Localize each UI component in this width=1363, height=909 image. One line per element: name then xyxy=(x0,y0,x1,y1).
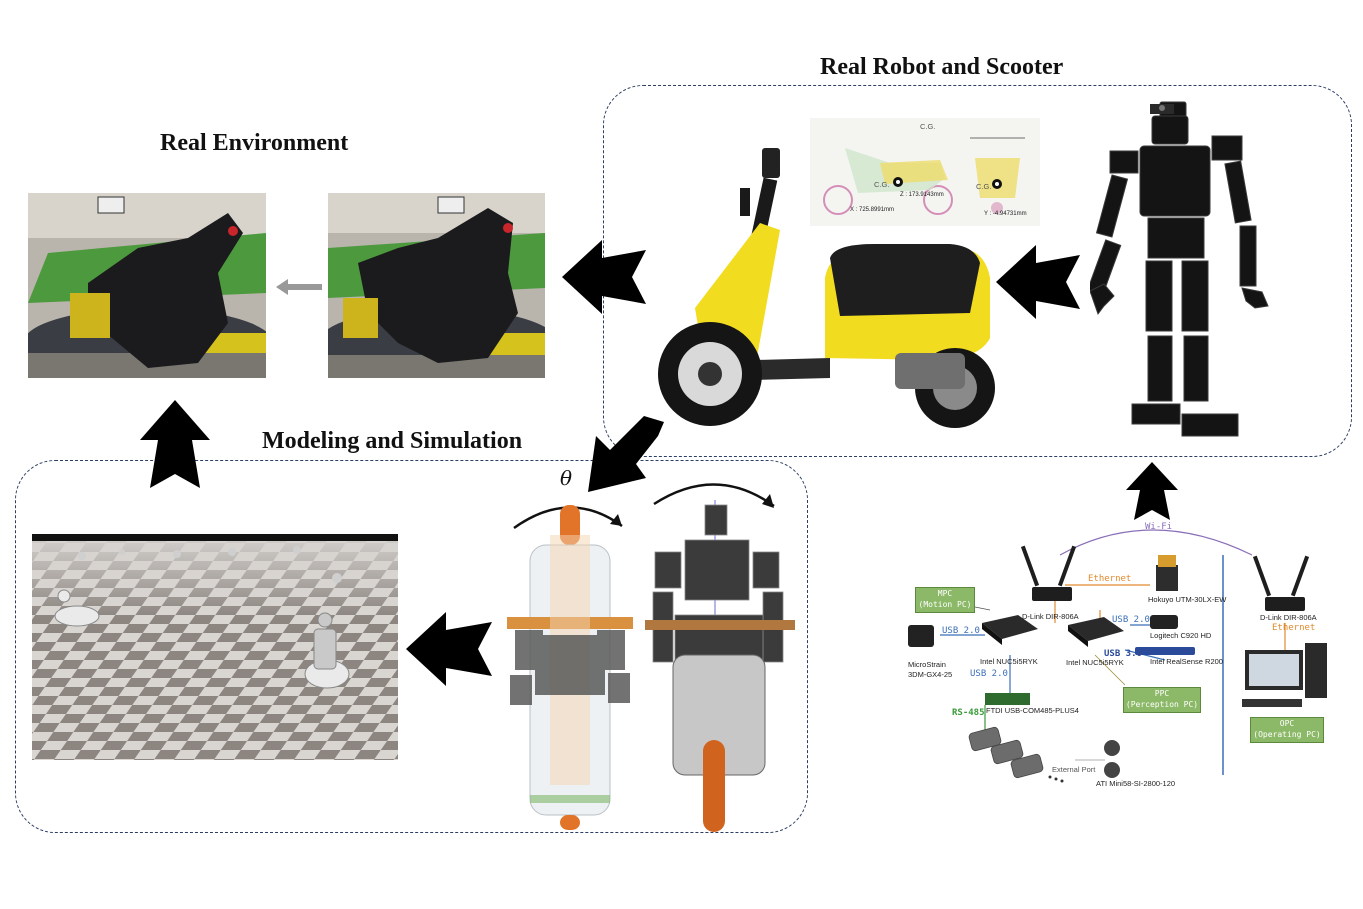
arrow-down-left-to-model-icon xyxy=(588,416,664,492)
nuc-left-label: Intel NUC5i5RYK xyxy=(980,657,1038,666)
theta-symbol: θ xyxy=(560,466,573,490)
external-port-label: External Port xyxy=(1052,765,1096,774)
ethernet-top-label: Ethernet xyxy=(1088,574,1132,584)
ethernet-right-label: Ethernet xyxy=(1272,623,1316,633)
modeling-simulation-heading: Modeling and Simulation xyxy=(262,428,523,454)
scooter-image xyxy=(640,138,1020,428)
wifi-label: Wi-Fi xyxy=(1145,522,1173,532)
usb-left-label: USB 2.0 xyxy=(942,626,980,636)
rotation-arrow-right-icon xyxy=(653,483,775,508)
usb-right-top-label: USB 2.0 xyxy=(1112,615,1150,625)
ftdi-label: FTDI USB-COM485-PLUS4 xyxy=(986,706,1079,715)
mpc-box: MPC (Motion PC) xyxy=(915,587,975,613)
real-robot-scooter-heading: Real Robot and Scooter xyxy=(820,54,1064,80)
arrow-up-to-robot-icon xyxy=(1126,462,1178,520)
simulation-screenshot xyxy=(32,534,398,760)
ppc-box-subtitle: (Perception PC) xyxy=(1125,700,1199,709)
arrow-left-to-scooter-icon xyxy=(996,245,1080,319)
arrow-left-to-real-env-icon xyxy=(562,240,646,314)
hokuyo-label: Hokuyo UTM-30LX-EW xyxy=(1148,595,1227,604)
mpc-box-title: MPC xyxy=(937,589,953,598)
cg-y-readout: Y : -4.94731mm xyxy=(984,211,1027,217)
model-front-view xyxy=(645,500,795,832)
gray-arrow-icon xyxy=(276,279,322,295)
microstrain-label-line2: 3DM-GX4-25 xyxy=(908,670,953,679)
cg-z-readout: Z : 173.9143mm xyxy=(900,192,944,198)
logitech-label: Logitech C920 HD xyxy=(1150,631,1212,640)
humanoid-robot-image xyxy=(1086,96,1270,451)
center-of-gravity-diagram: C.G. C.G. C.G. X : 725.8991mm Z : 173.91… xyxy=(810,118,1040,226)
mpc-box-subtitle: (Motion PC) xyxy=(918,600,972,609)
ppc-box-title: PPC xyxy=(1154,689,1170,698)
real-environment-photo-2 xyxy=(328,193,545,378)
rs485-label: RS-485 xyxy=(952,708,985,718)
opc-box: OPC (Operating PC) xyxy=(1250,717,1324,743)
ati-label: ATI Mini58-SI-2800-120 xyxy=(1096,779,1176,788)
usb-right-bottom-label: USB 3.0 xyxy=(1104,649,1142,659)
modeling-simulation-panel xyxy=(15,460,808,833)
cg-x-readout: X : 725.8991mm xyxy=(850,207,895,213)
cg-label-top: C.G. xyxy=(920,122,936,131)
cg-label-side: C.G. xyxy=(874,180,890,189)
model-side-view xyxy=(505,505,635,830)
real-environment-photo-1 xyxy=(28,193,266,378)
cg-label-front: C.G. xyxy=(976,182,992,191)
opc-box-subtitle: (Operating PC) xyxy=(1253,730,1321,739)
arrow-left-to-sim-icon xyxy=(406,612,492,686)
network-diagram: Wi-Fi Ethernet Ethernet USB 2.0 USB 2.0 … xyxy=(900,515,1340,790)
router-right-label: D-Link DIR-806A xyxy=(1260,613,1317,622)
nuc-right-label: Intel NUC5i5RYK xyxy=(1066,658,1124,667)
opc-box-title: OPC xyxy=(1279,719,1295,728)
realsense-label: Intel RealSense R200 xyxy=(1150,657,1223,666)
router-left-label: D-Link DIR-806A xyxy=(1022,612,1079,621)
arrow-up-from-sim-icon xyxy=(140,400,210,488)
microstrain-label-line1: MicroStrain xyxy=(908,660,946,669)
real-environment-heading: Real Environment xyxy=(160,130,349,156)
usb-down-label: USB 2.0 xyxy=(970,669,1008,679)
ppc-box: PPC (Perception PC) xyxy=(1123,687,1201,713)
